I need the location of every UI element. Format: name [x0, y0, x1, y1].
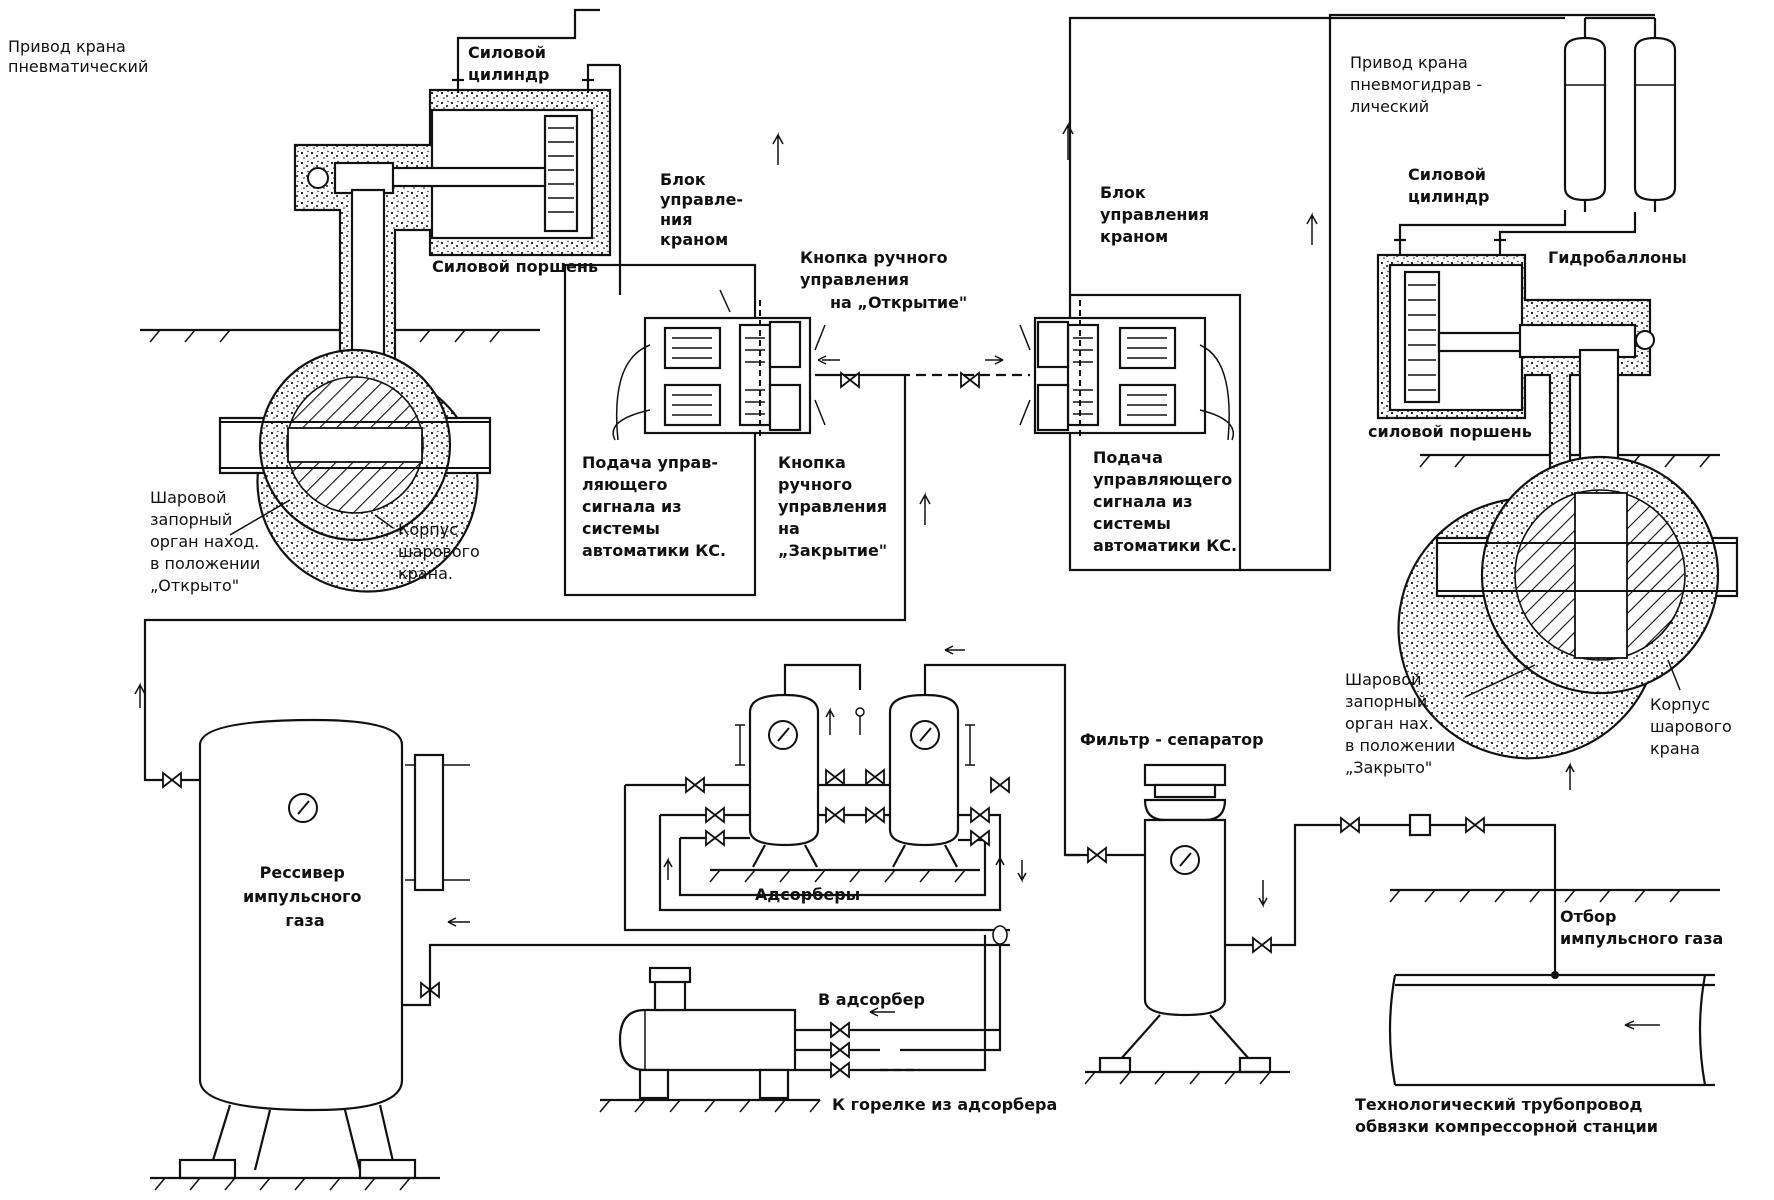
label-receiver: Рессивер импульсного газа — [243, 863, 367, 930]
filter-separator — [1065, 762, 1575, 1085]
label-power-piston-right: силовой поршень — [1368, 422, 1532, 441]
label-pneumatic-drive: Привод крана пневматический — [8, 37, 148, 76]
label-manual-close-button: Кнопка ручного управления на „Закрытие" — [778, 453, 893, 560]
label-signal-supply-right: Подача управляющего сигнала из системы а… — [1093, 448, 1238, 555]
label-ball-open: Шаровой запорный орган наход. в положени… — [150, 488, 265, 595]
receiver-tank — [150, 718, 1010, 1191]
label-filter-separator: Фильтр - сепаратор — [1080, 730, 1264, 749]
pneumohydraulic-ball-valve-right — [1376, 210, 1739, 903]
label-control-block-left: Блок управле- ния краном — [660, 170, 749, 249]
label-ball-closed: Шаровой запорный орган нах. в положении … — [1345, 670, 1460, 777]
control-block-left — [563, 263, 826, 597]
label-hydro-cylinders: Гидробаллоны — [1548, 248, 1687, 267]
label-gas-tap: Отбор импульсного газа — [1560, 907, 1723, 948]
power-piston-right — [1403, 270, 1441, 404]
label-valve-body-right: Корпус шарового крана — [1650, 695, 1737, 758]
label-valve-body-left: Корпус шарового крана. — [398, 520, 485, 583]
label-control-block-right: Блок управления краном — [1100, 183, 1215, 246]
label-power-cylinder-right: Силовой цилиндр — [1408, 165, 1492, 206]
label-process-pipeline: Технологический трубопровод обвязки комп… — [1355, 1095, 1658, 1136]
text-labels: Привод крана пневматический Силовой цили… — [8, 37, 1737, 1136]
control-block-right — [1019, 293, 1242, 572]
label-manual-open-button: Кнопка ручного управления на „Открытие" — [800, 248, 967, 312]
label-to-adsorber: В адсорбер — [818, 990, 925, 1009]
label-to-burner: К горелке из адсорбера — [832, 1095, 1057, 1114]
adsorbers — [623, 645, 1080, 1072]
control-lines — [134, 8, 1655, 788]
label-adsorbers: Адсорберы — [755, 885, 860, 904]
label-power-piston-left: Силовой поршень — [432, 257, 598, 276]
piston-rod-left — [378, 166, 547, 188]
label-pneumohydraulic-drive: Привод крана пневмогидрав - лический — [1350, 53, 1487, 116]
power-piston-left — [543, 114, 579, 233]
hydro-cylinders — [1563, 18, 1677, 212]
heater-unit — [599, 966, 1000, 1113]
pneumatic-ball-valve-left — [140, 30, 620, 593]
label-signal-supply-left: Подача управ- ляющего сигнала из системы… — [582, 453, 726, 560]
label-power-cylinder-left: Силовой цилиндр — [468, 43, 552, 84]
process-pipeline — [1388, 971, 1715, 1087]
